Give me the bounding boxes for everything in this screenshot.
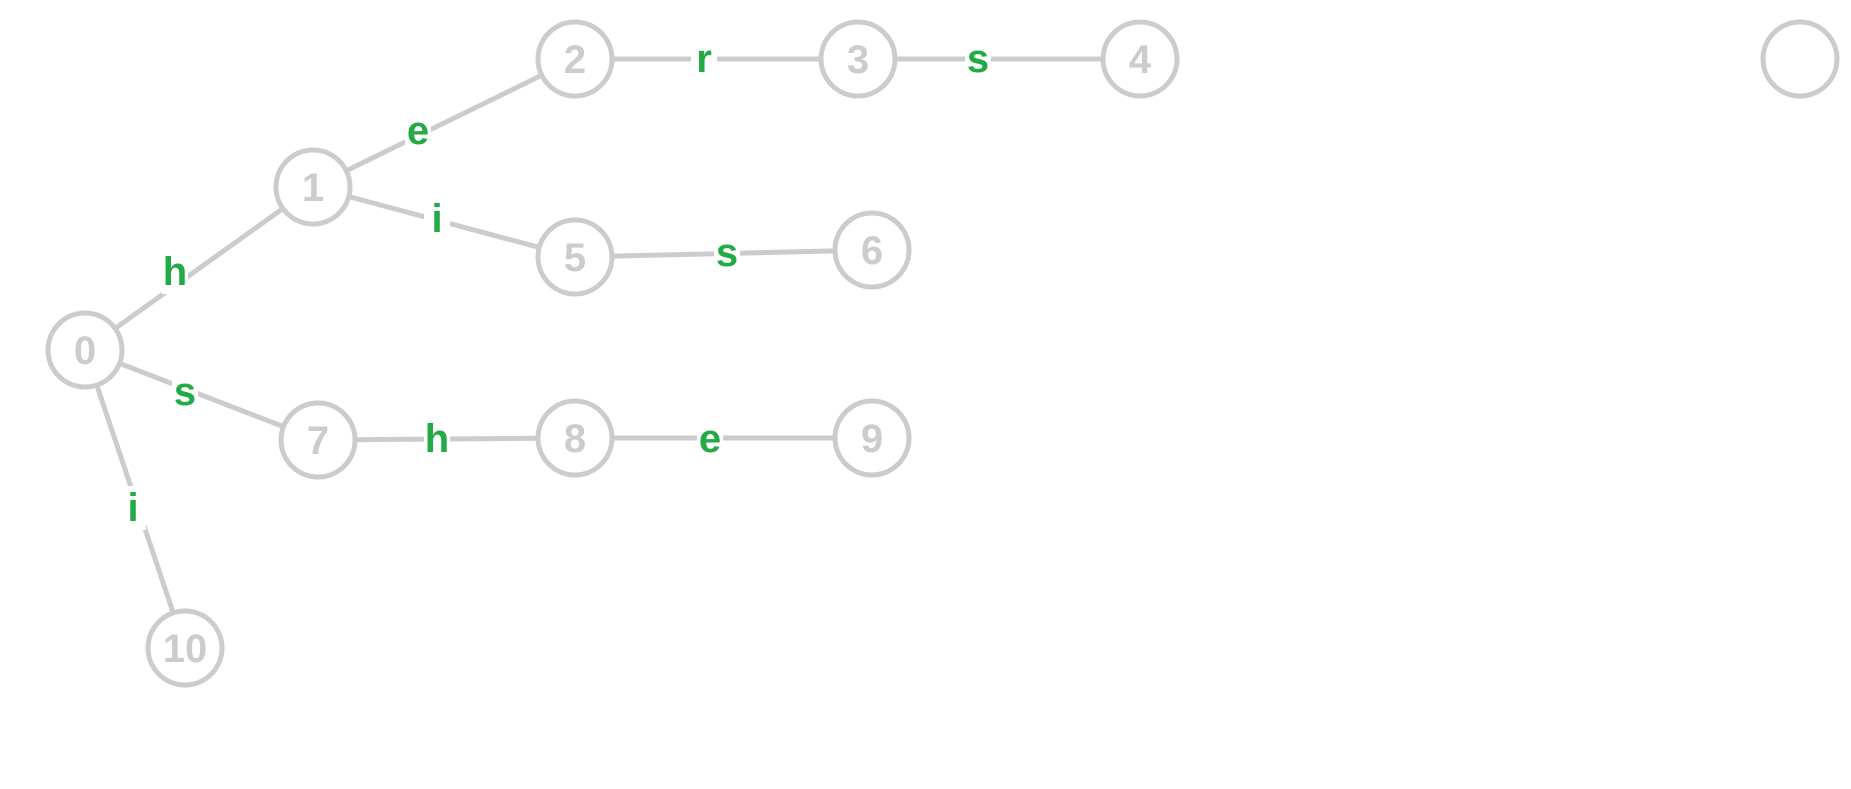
edge-label-backdrop [714,231,740,275]
edge-label-0-7: s [174,370,196,414]
graph-node-0[interactable]: 0 [45,310,125,390]
graph-node-5[interactable]: 5 [535,217,615,297]
graph-node-10[interactable]: 10 [145,608,225,688]
edge-label-backdrop [424,197,450,241]
edge-label-backdrop [691,37,717,81]
graph-node-8[interactable]: 8 [535,398,615,478]
node-circle-10[interactable] [145,608,225,688]
edge-label-8-9: e [699,417,721,461]
node-circle-8[interactable] [535,398,615,478]
edge-label-5-6: s [716,231,738,275]
node-circle-9[interactable] [832,398,912,478]
edge-label-1-2: e [407,109,429,153]
edge-label-backdrop [172,370,198,414]
edge-label-0-1: h [163,250,187,294]
node-circle-0[interactable] [45,310,125,390]
graph-node-blank[interactable] [1760,19,1840,99]
node-circle-3[interactable] [818,19,898,99]
graph-node-2[interactable]: 2 [535,19,615,99]
nodes-layer: 0 1 2 3 4 5 6 7 8 9 10 [45,19,1840,688]
node-label-6: 6 [861,229,883,273]
node-label-5: 5 [564,236,586,280]
node-circle-5[interactable] [535,217,615,297]
edge-label-backdrop [424,417,450,461]
edge-label-backdrop [405,109,431,153]
graph-node-9[interactable]: 9 [832,398,912,478]
node-circle-1[interactable] [273,147,353,227]
node-circle-2[interactable] [535,19,615,99]
edge-label-1-5: i [431,197,442,241]
node-label-9: 9 [861,417,883,461]
edge-label-0-10: i [127,486,138,530]
edge-label-7-8: h [425,417,449,461]
graph-node-7[interactable]: 7 [278,400,358,480]
node-label-3: 3 [847,38,869,82]
edge-label-backdrop [162,250,188,294]
graph-edge [346,73,542,173]
node-circle-4[interactable] [1100,19,1180,99]
graph-edge [114,207,284,330]
node-label-7: 7 [307,419,329,463]
node-label-10: 10 [163,627,208,671]
edge-label-2-3: r [696,37,712,81]
edge-label-3-4: s [967,37,989,81]
graph-node-3[interactable]: 3 [818,19,898,99]
graph-node-1[interactable]: 1 [273,147,353,227]
edge-label-backdrop [697,417,723,461]
graph-node-4[interactable]: 4 [1100,19,1180,99]
node-circle-blank[interactable] [1760,19,1840,99]
node-label-4: 4 [1129,38,1152,82]
node-label-0: 0 [74,329,96,373]
node-circle-7[interactable] [278,400,358,480]
node-label-8: 8 [564,417,586,461]
edge-label-backdrop [965,37,991,81]
node-label-2: 2 [564,38,586,82]
edge-label-backdrop [120,486,146,530]
graph-edge [119,361,284,429]
node-circle-6[interactable] [832,210,912,290]
graph-node-6[interactable]: 6 [832,210,912,290]
edges-layer [94,56,1102,613]
node-label-1: 1 [302,166,324,210]
